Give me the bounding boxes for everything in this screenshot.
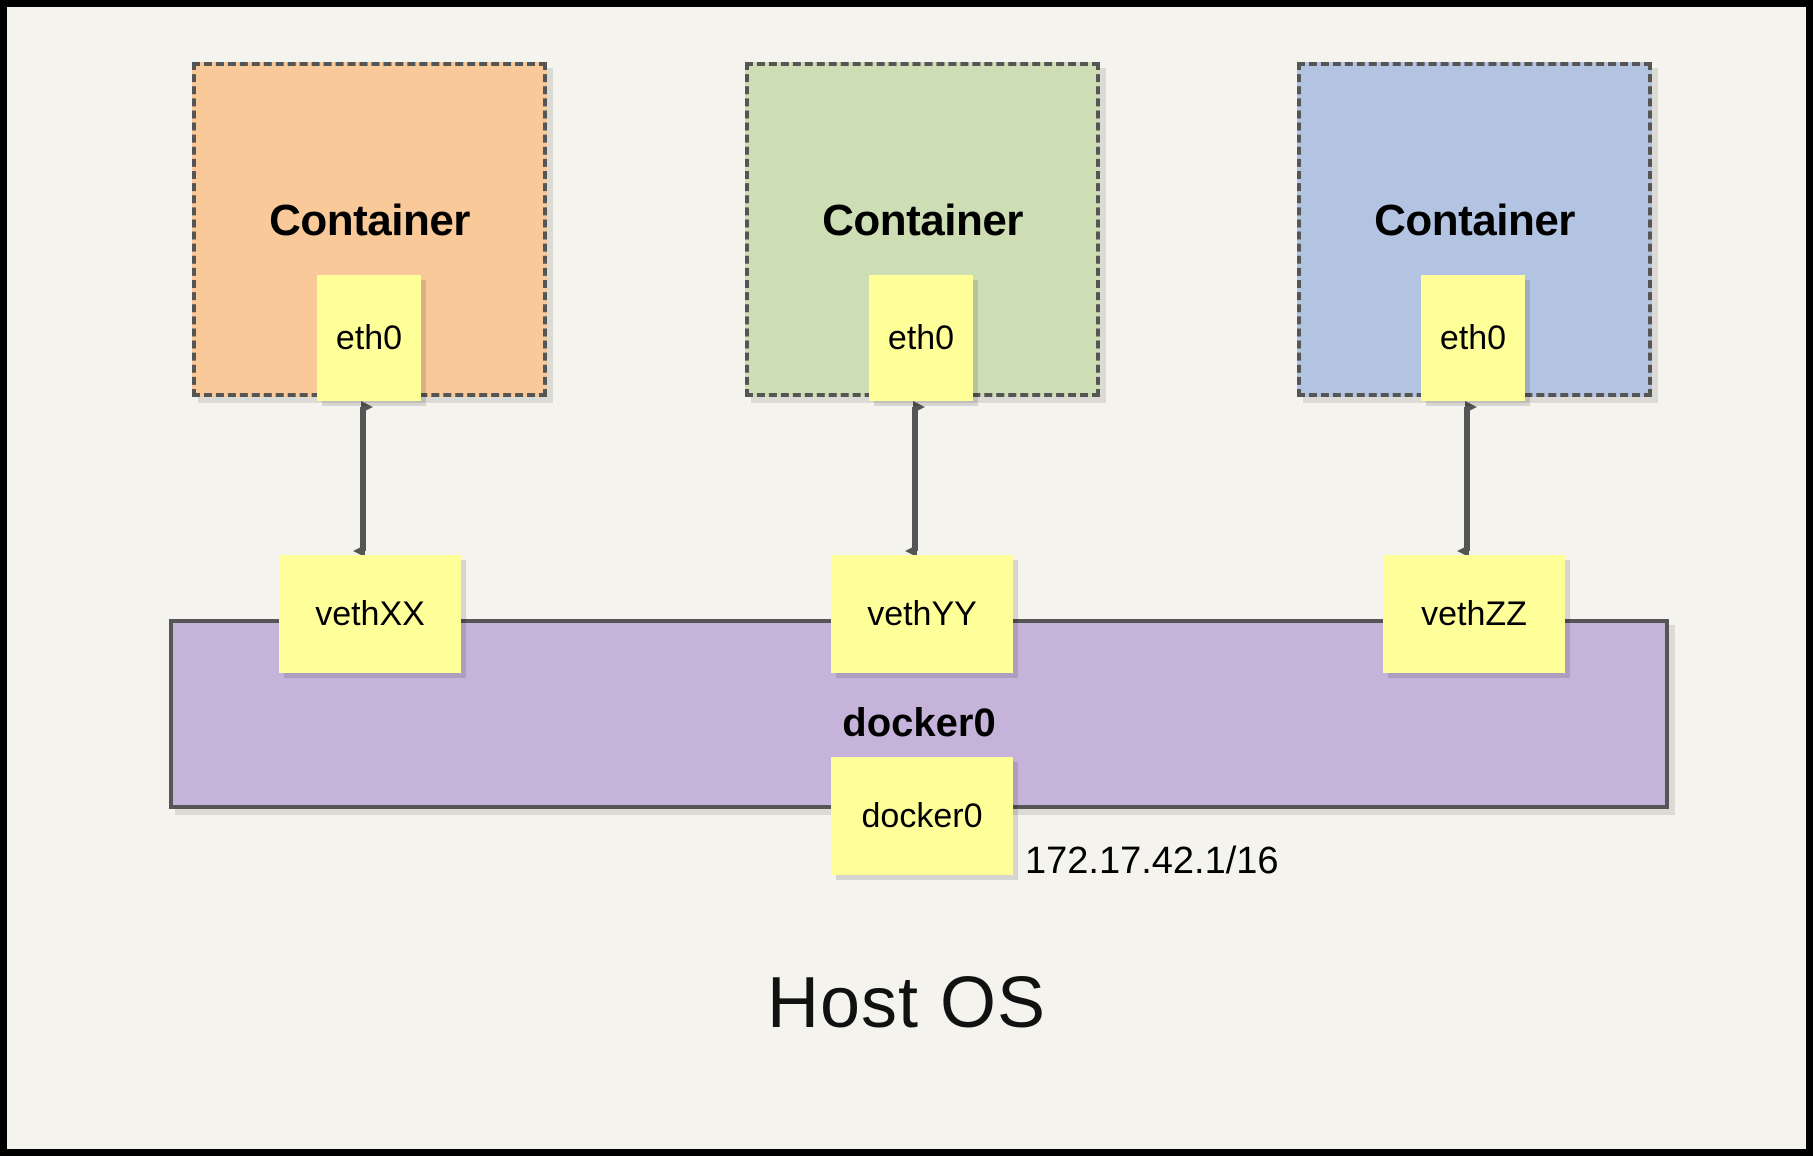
eth0-chip-label-1: eth0 xyxy=(335,318,403,357)
veth-link-arrow-3 xyxy=(1457,401,1477,557)
veth-chip-label-2: vethYY xyxy=(867,594,977,633)
eth0-chip-3[interactable]: eth0 xyxy=(1421,275,1525,401)
docker0-ip-address: 172.17.42.1/16 xyxy=(1025,840,1279,882)
veth-link-arrow-2 xyxy=(905,401,925,557)
eth0-chip-2[interactable]: eth0 xyxy=(869,275,973,401)
veth-chip-label-1: vethXX xyxy=(315,594,425,633)
eth0-chip-label-3: eth0 xyxy=(1439,318,1507,357)
docker0-interface-chip-label: docker0 xyxy=(861,796,983,835)
veth-chip-3[interactable]: vethZZ xyxy=(1383,555,1565,673)
veth-chip-2[interactable]: vethYY xyxy=(831,555,1013,673)
container-title-1: Container xyxy=(269,196,470,245)
docker0-interface-chip[interactable]: docker0 xyxy=(831,757,1013,875)
veth-chip-label-3: vethZZ xyxy=(1421,594,1527,633)
eth0-chip-label-2: eth0 xyxy=(887,318,955,357)
docker0-bridge-label: docker0 xyxy=(842,701,996,745)
host-os-label: Host OS xyxy=(766,963,1047,1043)
eth0-chip-1[interactable]: eth0 xyxy=(317,275,421,401)
veth-link-arrow-1 xyxy=(353,401,373,557)
container-title-3: Container xyxy=(1374,196,1575,245)
container-title-2: Container xyxy=(822,196,1023,245)
veth-chip-1[interactable]: vethXX xyxy=(279,555,461,673)
